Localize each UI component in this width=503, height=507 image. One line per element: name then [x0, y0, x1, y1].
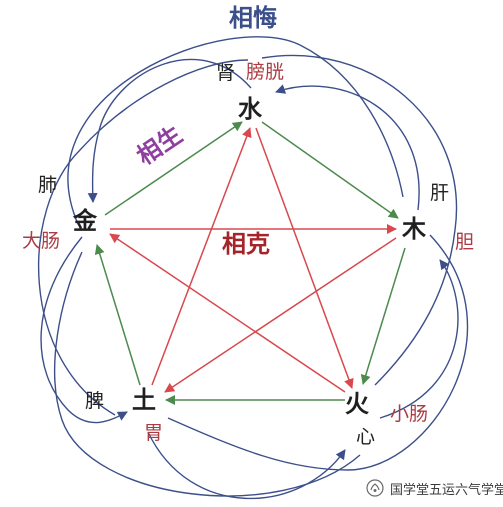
element-earth: 土	[132, 386, 156, 414]
wu-loop-outer-4	[38, 59, 249, 416]
organ-kidney: 肾	[216, 62, 236, 84]
watermark: 国学堂五运六气学堂	[366, 475, 503, 501]
xiangke-cycle	[109, 127, 397, 393]
wu-arc-wood-water	[275, 84, 420, 211]
organ-liver: 肝	[430, 182, 450, 204]
wechat-channel-icon	[366, 479, 384, 497]
ke-earth-water	[151, 127, 252, 386]
organ-bladder: 膀胱	[246, 61, 285, 83]
element-fire: 火	[345, 390, 369, 418]
sheng-wood-fire	[360, 247, 406, 385]
organ-gallbladder: 胆	[455, 231, 475, 253]
organ-small-intestine: 小肠	[390, 403, 429, 425]
organ-large-intestine: 大肠	[22, 230, 61, 252]
organ-stomach: 胃	[144, 422, 164, 444]
sheng-water-wood	[261, 121, 399, 219]
organ-spleen: 脾	[85, 390, 105, 412]
watermark-text: 国学堂五运六气学堂	[390, 482, 503, 498]
ke-fire-metal	[109, 233, 346, 393]
wu-loop-outer-5	[261, 54, 458, 386]
xiangke-label: 相克	[222, 230, 270, 258]
wu-arc-water-metal	[87, 58, 252, 203]
ke-water-fire	[255, 127, 354, 389]
element-metal: 金	[73, 207, 97, 235]
wu-loop-outer-3	[53, 251, 361, 497]
wu-loop-outer-2	[167, 234, 469, 471]
organ-heart: 心	[356, 426, 376, 448]
wu-arc-metal-earth	[40, 236, 128, 424]
organ-lung: 肺	[38, 174, 58, 196]
xiangsheng-cycle	[94, 121, 406, 405]
wu-arc-earth-fire	[147, 431, 346, 500]
sheng-metal-water	[104, 121, 243, 216]
element-water: 水	[238, 95, 262, 123]
sheng-earth-metal	[94, 244, 141, 386]
wu-loop-outer-1	[67, 36, 404, 225]
element-wood: 木	[402, 215, 426, 243]
ke-wood-earth	[164, 237, 397, 393]
wu-arc-fire-wood	[379, 259, 459, 419]
xiangwu-loops	[38, 36, 469, 500]
xiangwu-label: 相悔	[229, 4, 277, 32]
